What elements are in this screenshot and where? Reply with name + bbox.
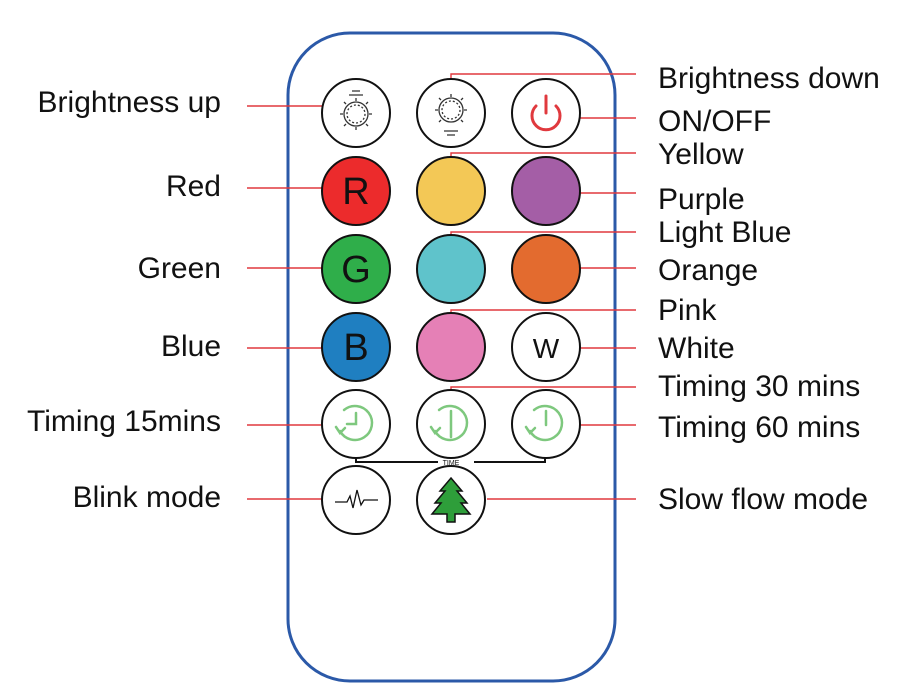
green-button-letter: G — [341, 249, 371, 291]
blue-button[interactable]: B — [321, 312, 391, 382]
label-red: Red — [166, 170, 221, 203]
red-button[interactable]: R — [321, 156, 391, 226]
green-button[interactable]: G — [321, 234, 391, 304]
label-timing-60: Timing 60 mins — [658, 411, 860, 444]
leader-line-yellow — [450, 152, 636, 157]
label-blue: Blue — [161, 330, 221, 363]
label-timing-15: Timing 15mins — [27, 405, 221, 438]
label-on-off: ON/OFF — [658, 105, 771, 138]
white-button-letter: W — [533, 333, 560, 364]
label-light-blue: Light Blue — [658, 216, 791, 249]
label-orange: Orange — [658, 254, 758, 287]
clock-icon — [334, 404, 374, 442]
red-button-letter: R — [342, 171, 369, 213]
power-icon — [530, 94, 562, 132]
timer-group-label: TIME — [443, 460, 460, 467]
yellow-button[interactable] — [416, 156, 486, 226]
label-blink-mode: Blink mode — [73, 481, 221, 514]
power-button[interactable] — [511, 78, 581, 148]
label-green: Green — [138, 252, 221, 285]
label-brightness-down: Brightness down — [658, 62, 880, 95]
label-slow-flow-mode: Slow flow mode — [658, 483, 868, 516]
timer-30-button[interactable] — [416, 389, 486, 459]
timer-60-button[interactable] — [511, 389, 581, 459]
label-white: White — [658, 332, 735, 365]
label-brightness-up: Brightness up — [38, 86, 221, 119]
pink-button[interactable] — [416, 312, 486, 382]
orange-button[interactable] — [511, 234, 581, 304]
white-button[interactable]: W — [511, 312, 581, 382]
clock-icon — [524, 404, 564, 442]
blue-button-letter: B — [343, 327, 368, 369]
clock-icon — [429, 404, 469, 442]
pulse-wave-icon — [335, 489, 378, 509]
sun-up-icon — [340, 90, 372, 130]
tree-icon — [430, 476, 472, 523]
slow-flow-mode-button[interactable] — [416, 465, 486, 535]
label-purple: Purple — [658, 183, 745, 216]
label-pink: Pink — [658, 294, 717, 327]
brightness-up-button[interactable] — [321, 78, 391, 148]
label-yellow: Yellow — [658, 138, 744, 171]
purple-button[interactable] — [511, 156, 581, 226]
brightness-down-button[interactable] — [416, 78, 486, 148]
blink-mode-button[interactable] — [321, 465, 391, 535]
sun-down-icon — [435, 94, 467, 136]
label-timing-30: Timing 30 mins — [658, 370, 860, 403]
timer-15-button[interactable] — [321, 389, 391, 459]
light-blue-button[interactable] — [416, 234, 486, 304]
